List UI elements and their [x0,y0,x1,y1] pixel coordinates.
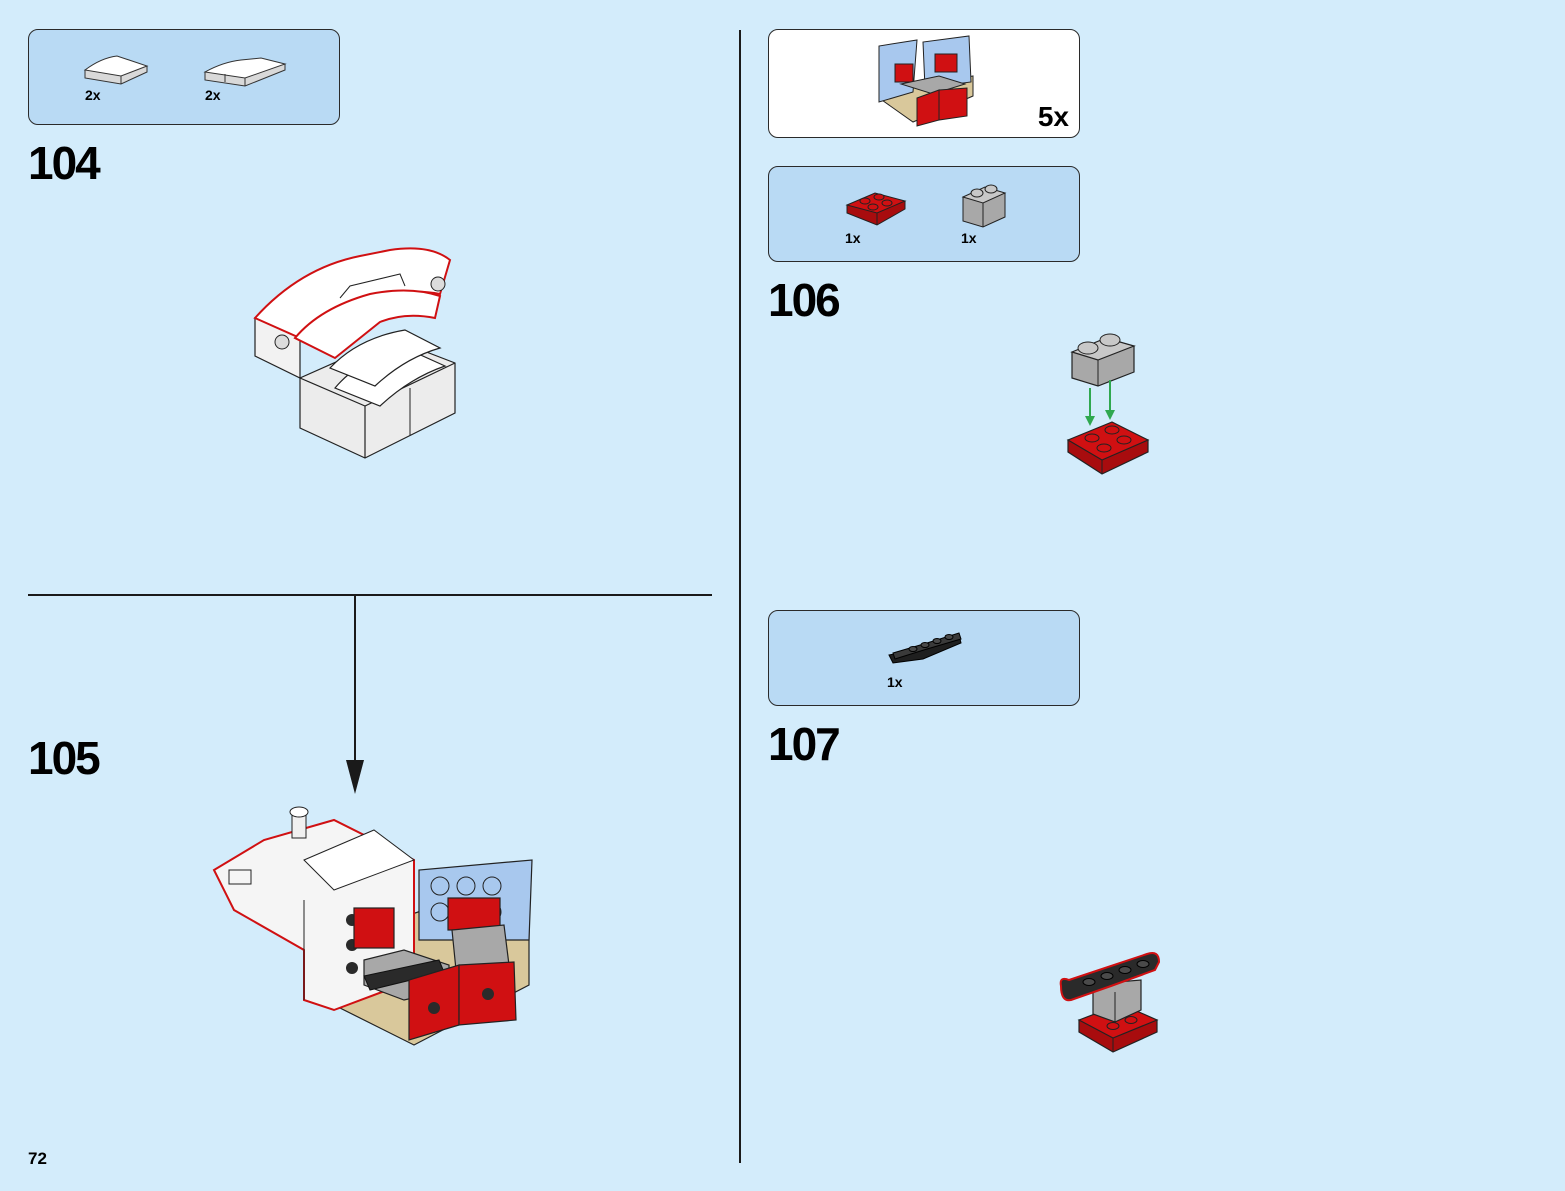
step-number: 107 [768,718,841,770]
subassembly-preview-icon [873,35,983,132]
parts-callout-step-104: 2x 2x [28,29,340,125]
step-number: 106 [768,274,841,326]
subassembly-qty: 5x [1037,101,1069,132]
page-number: 72 [28,1149,47,1168]
white-curved-slope-large-icon [201,54,291,88]
model-step-104-illustration [240,238,470,463]
white-curved-slope-small-icon [81,50,151,86]
part-qty: 1x [887,674,903,690]
part-qty: 1x [845,230,861,246]
part-qty: 2x [205,87,221,103]
model-step-107-illustration [1055,948,1167,1058]
step-number: 105 [28,732,101,784]
black-plate-1x4-clips-icon [883,627,967,671]
connector-line [354,596,356,764]
parts-callout-step-107: 1x [768,610,1080,706]
connector-arrow-icon [346,760,364,794]
model-step-105-illustration [204,800,544,1050]
vertical-divider [739,30,741,1163]
step-number: 104 [28,137,101,189]
horizontal-divider [28,594,712,596]
part-qty: 1x [961,230,977,246]
red-plate-2x2-icon [843,185,909,229]
gray-brick-1x2-round-icon [959,181,1009,231]
model-step-106-illustration [1062,322,1157,482]
subassembly-callout: 5x [768,29,1080,138]
part-qty: 2x [85,87,101,103]
parts-callout-step-106: 1x 1x [768,166,1080,262]
